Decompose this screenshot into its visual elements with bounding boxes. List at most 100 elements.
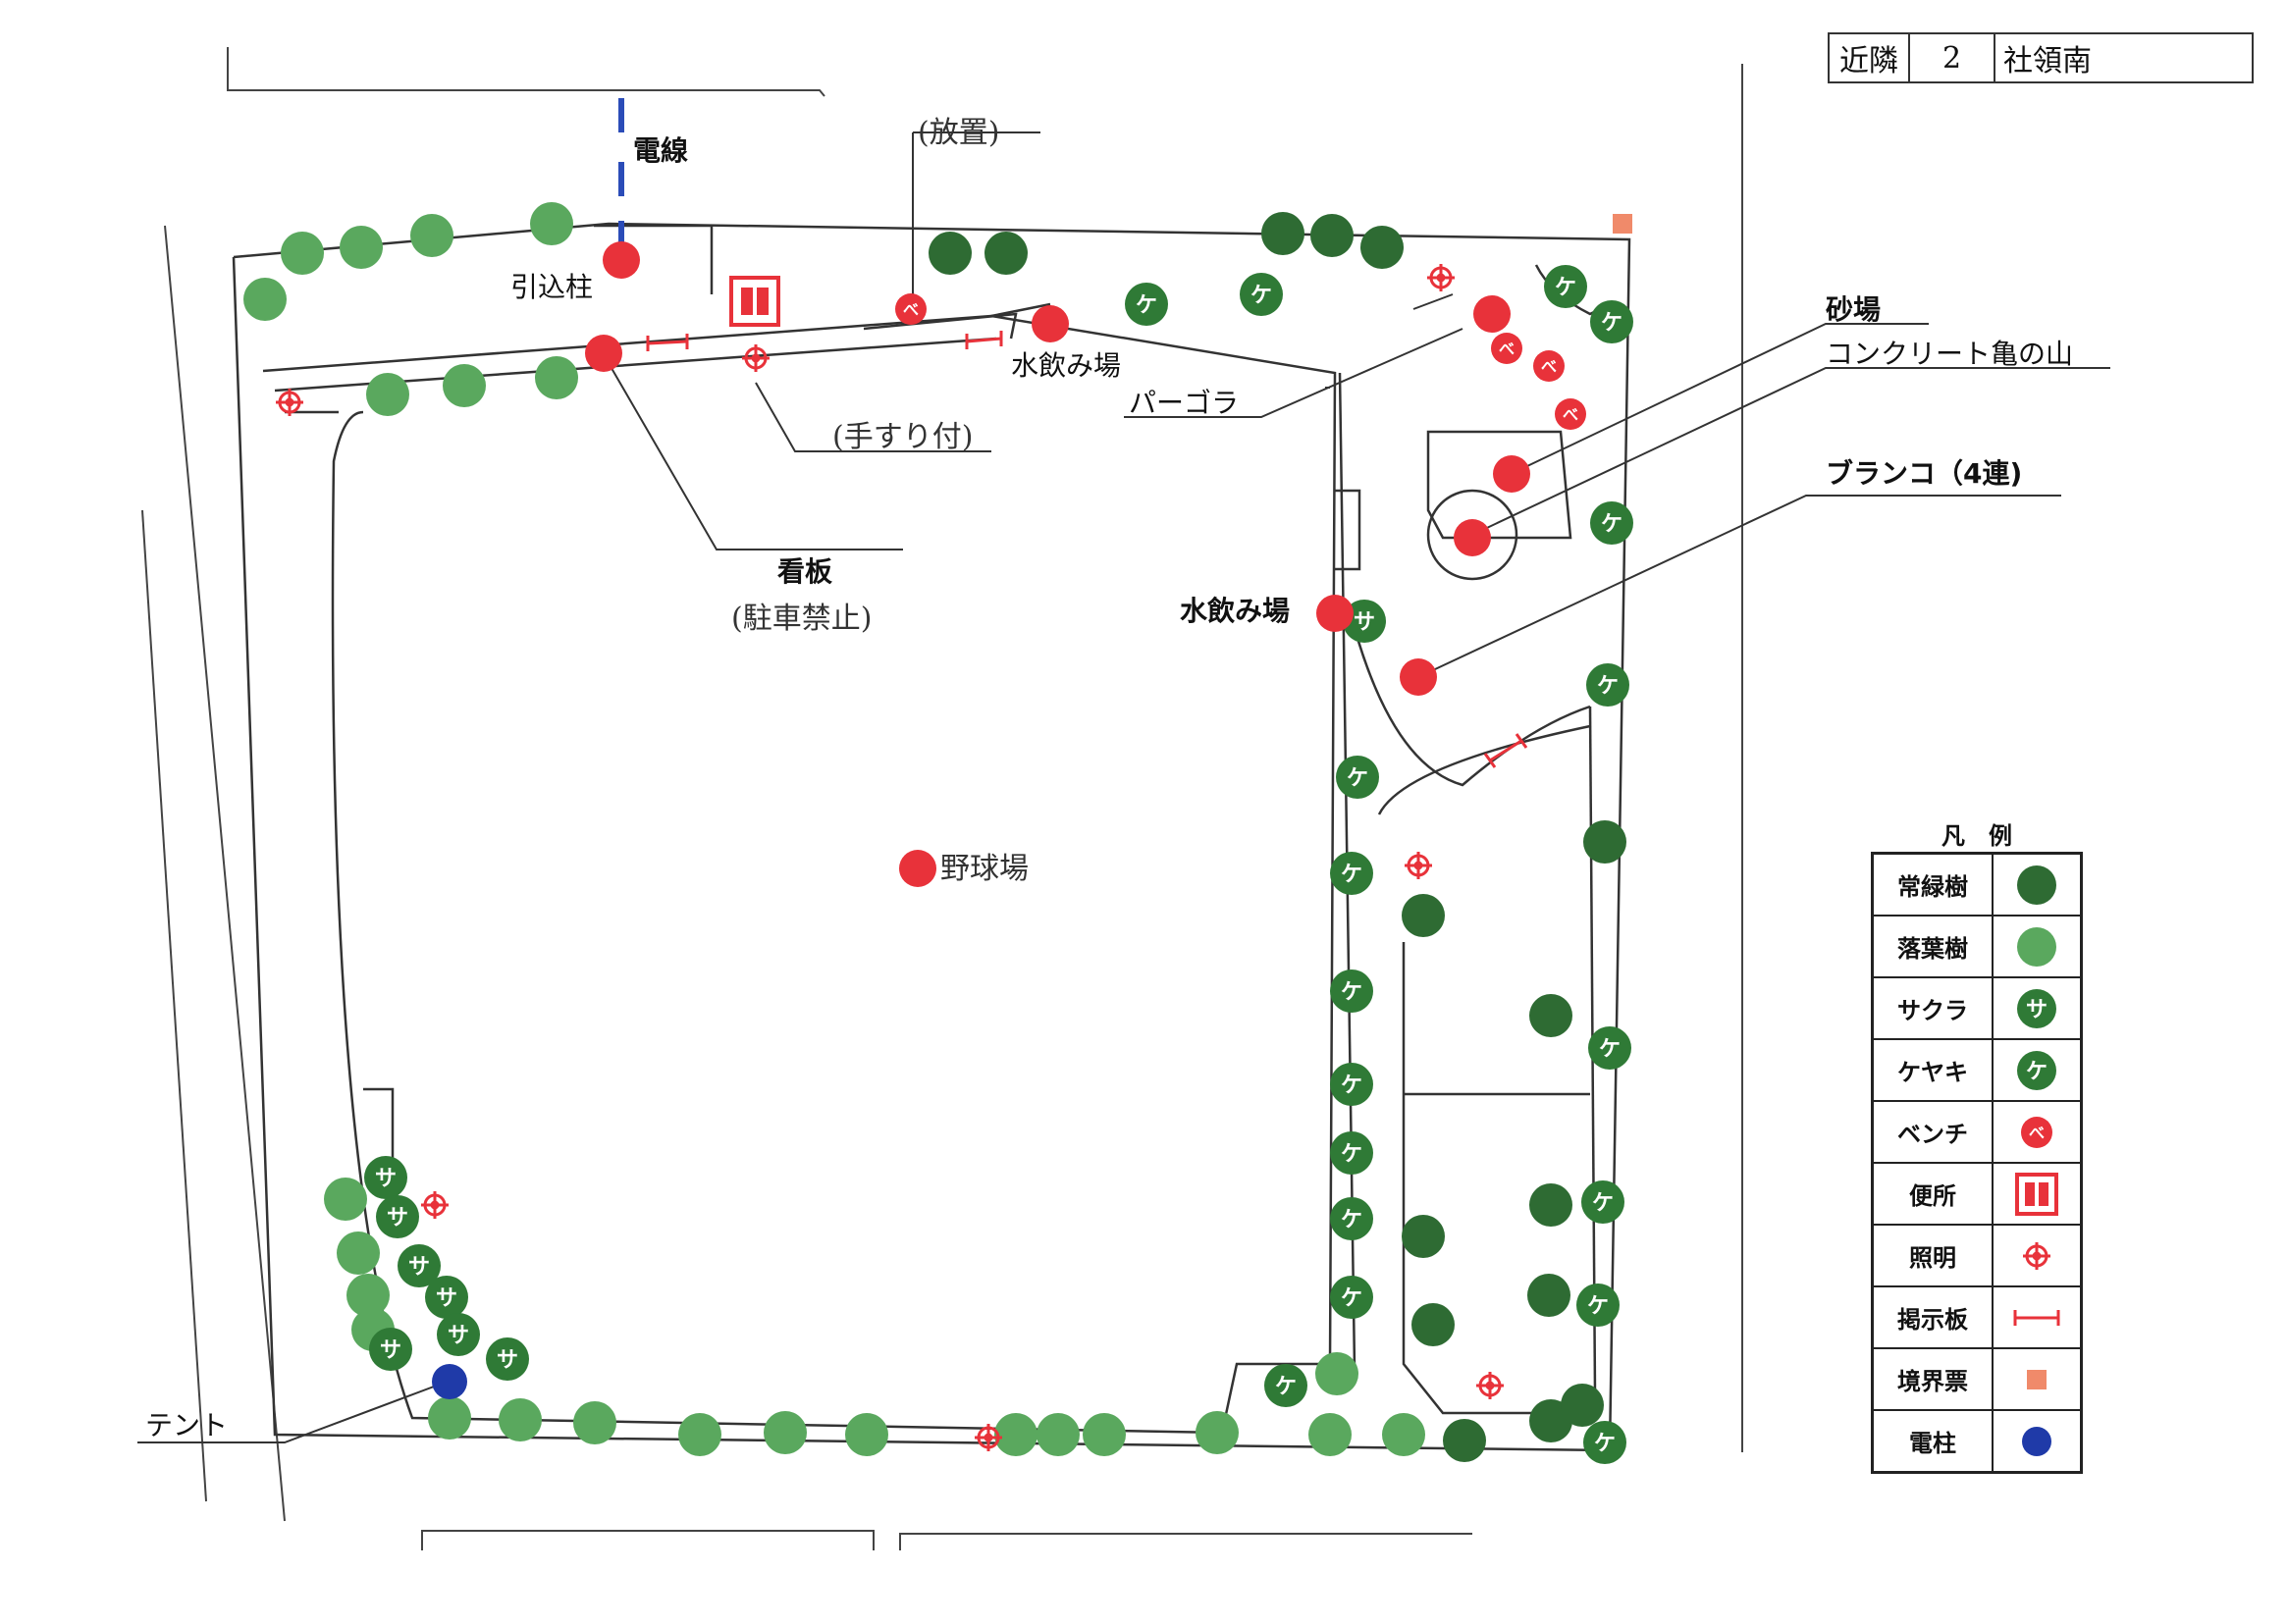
- keyaki-icon: ケ: [1588, 1026, 1631, 1070]
- deciduous-tree-icon: [410, 214, 453, 257]
- svg-text:べ: べ: [1563, 405, 1578, 424]
- deciduous-tree-icon: [337, 1231, 380, 1275]
- swing-point: [1400, 658, 1437, 696]
- evergreen-tree-icon: [1443, 1419, 1486, 1462]
- legend-label: サクラ: [1874, 978, 1994, 1038]
- deciduous-tree-icon: [845, 1413, 888, 1456]
- label-water-fountain-1: 水飲み場: [1011, 349, 1121, 382]
- sakura-icon: サ: [425, 1276, 468, 1319]
- deciduous-tree-icon: [1315, 1352, 1358, 1395]
- keyaki-icon: ケ: [1590, 501, 1633, 545]
- svg-text:ケ: ケ: [1587, 1294, 1609, 1319]
- svg-text:ケ: ケ: [1250, 284, 1272, 308]
- evergreen-tree-icon: [1360, 226, 1404, 269]
- legend-row-notice-board: 掲示板: [1874, 1287, 2080, 1349]
- keyaki-trees: ケ ケ ケ ケ ケ ケ ケ ケ ケ ケ ケ ケ ケ ケ ケ ケ ケ ケ: [1125, 265, 1633, 1464]
- light-icon: [1476, 1372, 1504, 1399]
- evergreen-tree-icon: [929, 232, 972, 275]
- deciduous-tree-icon: [243, 278, 287, 321]
- sakura-icon: サ: [376, 1195, 419, 1238]
- pergola-point: [1473, 295, 1511, 333]
- light-icon: [975, 1424, 1002, 1451]
- svg-text:ケ: ケ: [1555, 276, 1576, 300]
- svg-text:サ: サ: [2026, 998, 2048, 1022]
- notice-boards: [646, 331, 1528, 768]
- svg-text:ケ: ケ: [1341, 1074, 1362, 1098]
- legend-title: 凡 例: [1941, 822, 2012, 850]
- lights: [276, 264, 1504, 1451]
- legend-label: 便所: [1874, 1164, 1994, 1224]
- deciduous-tree-icon: [530, 202, 573, 245]
- evergreen-tree-icon: [1527, 1274, 1570, 1317]
- deciduous-tree-icon: [366, 373, 409, 416]
- sakura-icon: サ: [398, 1244, 441, 1287]
- keyaki-icon: ケ: [1330, 1131, 1373, 1175]
- legend-row-keyaki: ケヤキ ケ: [1874, 1040, 2080, 1102]
- deciduous-tree-icon: [340, 226, 383, 269]
- keyaki-icon: ケ: [1576, 1283, 1620, 1327]
- light-icon: [1405, 852, 1432, 879]
- evergreen-tree-icon: [1310, 214, 1354, 257]
- sakura-icon: サ: [2017, 988, 2056, 1028]
- keyaki-icon: ケ: [1330, 1063, 1373, 1106]
- legend-row-utility-pole: 電柱: [1874, 1411, 2080, 1471]
- label-baseball-field: 野球場: [940, 852, 1029, 886]
- svg-text:ケ: ケ: [1599, 1037, 1621, 1062]
- evergreen-tree-icon: [2017, 864, 2056, 905]
- water-fountain-2-point: [1316, 595, 1354, 632]
- deciduous-tree-icon: [535, 356, 578, 399]
- svg-text:サ: サ: [497, 1348, 518, 1373]
- keyaki-icon: ケ: [1125, 283, 1168, 326]
- svg-text:べ: べ: [2029, 1124, 2045, 1142]
- deciduous-tree-icon: [499, 1398, 542, 1441]
- svg-text:ケ: ケ: [1594, 1432, 1616, 1456]
- legend-row-boundary-marker: 境界票: [1874, 1349, 2080, 1411]
- toilet-icon: [729, 276, 780, 327]
- keyaki-icon: ケ: [1581, 1180, 1624, 1224]
- svg-text:ケ: ケ: [1341, 1208, 1362, 1232]
- label-sandbox: 砂場: [1826, 293, 1881, 326]
- legend-row-toilet: 便所: [1874, 1164, 2080, 1226]
- deciduous-tree-icon: [281, 232, 324, 275]
- title-category: 近隣: [1830, 34, 1910, 81]
- legend: 凡 例 常緑樹 落葉樹 サクラ サ ケヤキ ケ ベンチ べ 便所 照明: [1871, 820, 2083, 1474]
- sakura-icon: サ: [437, 1313, 480, 1356]
- legend-row-bench: ベンチ べ: [1874, 1102, 2080, 1164]
- svg-text:ケ: ケ: [1592, 1191, 1614, 1216]
- title-park-name: 社領南: [2003, 44, 2092, 79]
- legend-label: 照明: [1874, 1226, 1994, 1285]
- svg-text:べ: べ: [1541, 357, 1557, 376]
- label-turtle-mound: コンクリート亀の山: [1826, 338, 2073, 370]
- label-swing: ブランコ（4連): [1826, 457, 2022, 490]
- sakura-icon: サ: [1343, 600, 1386, 643]
- deciduous-tree-icon: [1083, 1413, 1126, 1456]
- deciduous-tree-icon: [1196, 1411, 1239, 1454]
- legend-label: ケヤキ: [1874, 1040, 1994, 1100]
- label-pergola: パーゴラ: [1129, 387, 1239, 419]
- svg-text:サ: サ: [436, 1286, 457, 1311]
- boundary-marker-icon: [1613, 214, 1632, 234]
- evergreen-tree-icon: [1261, 212, 1304, 255]
- svg-text:サ: サ: [375, 1167, 397, 1191]
- deciduous-tree-icon: [1037, 1413, 1080, 1456]
- deciduous-tree-icon: [346, 1274, 390, 1317]
- deciduous-tree-icon: [764, 1411, 807, 1454]
- svg-text:ケ: ケ: [1341, 980, 1362, 1005]
- label-water-fountain-2: 水飲み場: [1180, 595, 1290, 627]
- keyaki-icon: ケ: [1544, 265, 1587, 308]
- svg-text:サ: サ: [380, 1338, 401, 1363]
- turtle-mound-outline: [1426, 489, 1518, 581]
- leader-lines: [137, 131, 2110, 1443]
- deciduous-tree-icon: [678, 1413, 721, 1456]
- legend-row-deciduous: 落葉樹: [1874, 917, 2080, 978]
- deciduous-tree-icon: [573, 1401, 616, 1444]
- keyaki-icon: ケ: [1264, 1364, 1307, 1407]
- deciduous-tree-icon: [2017, 926, 2056, 967]
- keyaki-icon: ケ: [1240, 273, 1283, 316]
- light-icon: [1427, 264, 1455, 291]
- legend-row-sakura: サクラ サ: [1874, 978, 2080, 1040]
- deciduous-tree-icon: [1382, 1413, 1425, 1456]
- light-icon: [742, 344, 770, 372]
- benches: べ べ べ べ: [895, 293, 1586, 430]
- deciduous-tree-icon: [428, 1396, 471, 1440]
